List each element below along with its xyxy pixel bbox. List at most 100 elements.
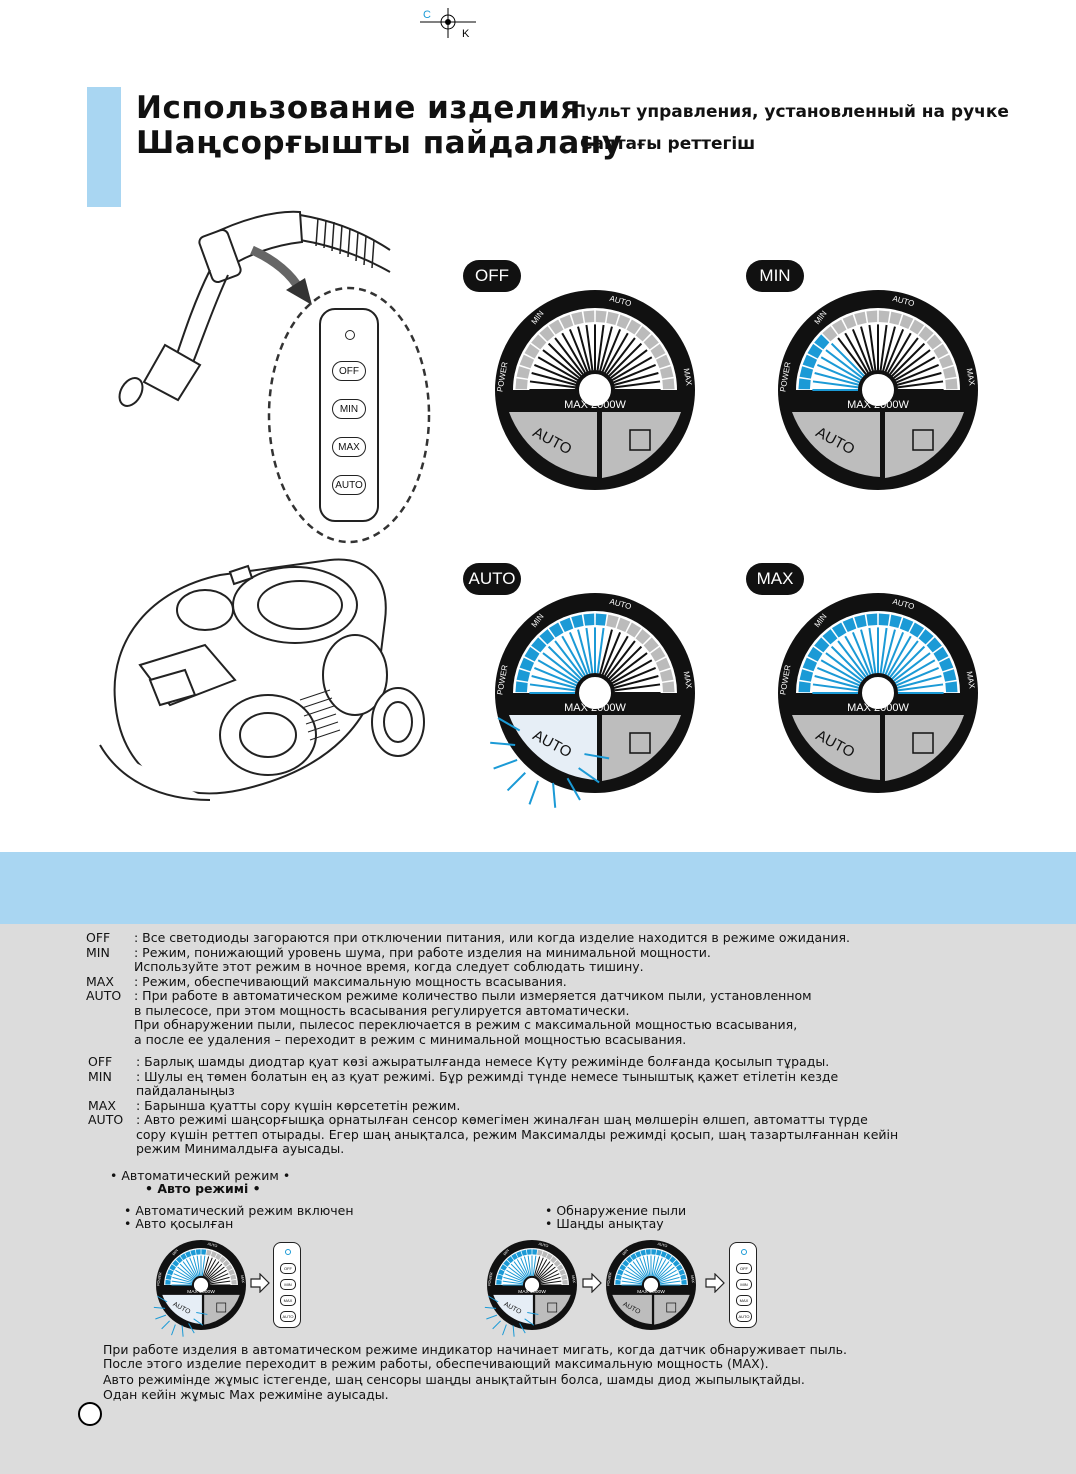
dial-spoke (860, 326, 874, 372)
dial-spoke (612, 666, 656, 687)
mode-badge-min: MIN (746, 260, 804, 292)
dial-ring-segment (799, 669, 814, 682)
dial-ring-segment (595, 613, 607, 626)
dial-filter-button (204, 1294, 240, 1325)
dial-spoke (889, 640, 919, 678)
dial-ring-segment (945, 378, 958, 390)
dial-spoke (625, 1269, 644, 1281)
dial-ring-segment (878, 613, 890, 626)
dial-ring-segment (899, 617, 914, 633)
mode-key: MAX (86, 973, 114, 989)
dial-ring-segment (656, 1249, 662, 1256)
dial-spoke (175, 1269, 194, 1281)
dial-ring-segment (678, 1269, 685, 1276)
mode-description: в пылесосе, при этом мощность всасывания… (134, 1002, 630, 1018)
dial-spoke (206, 1263, 223, 1280)
dial-spoke (891, 342, 926, 377)
dial-ring-segment (918, 326, 934, 342)
sequence-arrow-icon (582, 1273, 602, 1293)
dial-spoke (653, 1257, 663, 1277)
dial-spoke (882, 326, 896, 372)
dial-label-auto: AUTO (207, 1242, 218, 1248)
dial-ring-segment (165, 1274, 172, 1280)
mode-description: сору күшін реттеп отырады. Егер шаң анық… (136, 1126, 899, 1142)
dial-spoke (887, 332, 912, 374)
dial-spoke (185, 1259, 197, 1278)
dial-spoke (561, 635, 586, 677)
dial-ring-segment (635, 326, 651, 342)
dial-ring-segment (559, 314, 574, 330)
dial-spoke (844, 635, 869, 677)
mode-badge-max: MAX (746, 563, 804, 595)
dial-spoke (179, 1263, 196, 1280)
dial-ring-segment (822, 629, 838, 645)
dial-ring-segment (548, 622, 564, 638)
dial-spoke (658, 1269, 677, 1281)
dial-spoke (177, 1266, 195, 1280)
footer-ru-line-1: При работе изделия в автоматическом режи… (103, 1342, 847, 1357)
dial-ring-segment (524, 343, 540, 359)
dial-ring-segment (175, 1256, 183, 1264)
dial-spoke (656, 1261, 670, 1279)
dial-spoke (814, 372, 860, 386)
dial-ring-segment (842, 617, 857, 633)
dial-spoke (629, 1263, 646, 1280)
dial-ring-segment (511, 1253, 518, 1261)
dial-spoke (610, 652, 648, 682)
mode-description: При обнаружении пыли, пылесос переключае… (134, 1017, 798, 1032)
dial-ring-segment (945, 681, 958, 693)
dial-spoke (611, 356, 653, 381)
dial-spoke (596, 627, 605, 674)
dial-auto-button (792, 715, 880, 780)
remote-button-min[interactable]: MIN (332, 399, 366, 419)
dial-spoke (201, 1255, 206, 1277)
dial-ring-segment (185, 1251, 192, 1258)
dial-spoke (537, 1261, 551, 1279)
dial-ring-segment (210, 1251, 217, 1258)
mode-badge-auto: AUTO (463, 563, 521, 595)
dial-spoke (882, 629, 896, 675)
dial-spoke (820, 356, 862, 381)
dial-spoke (207, 1266, 225, 1280)
dial-ring-segment (571, 311, 584, 326)
crop-mark: C K (420, 8, 476, 40)
dial-spoke (830, 342, 865, 377)
auto-section-title-kz: • Авто режимі • (145, 1181, 261, 1196)
dial-auto-button (162, 1294, 202, 1325)
dial-ring-segment (583, 310, 595, 323)
dial-ring-segment (531, 334, 547, 350)
dial-spoke (868, 324, 877, 371)
dial-ring-segment (169, 1264, 177, 1271)
remote-button-max[interactable]: MAX (332, 437, 366, 457)
dial-ring-segment (622, 1259, 630, 1267)
dial-ring-segment (626, 319, 642, 335)
dial-filter-button (602, 715, 681, 781)
dial-spoke (612, 363, 656, 384)
dial-ring-segment (651, 1249, 657, 1255)
dial-ring-segment (617, 1269, 624, 1276)
dial-spoke (894, 659, 936, 684)
dial-ring-segment (165, 1279, 171, 1285)
dial-spoke (596, 324, 605, 371)
dial-ring-segment (640, 1249, 646, 1256)
dial-spoke (508, 1266, 526, 1280)
dial-label-auto: AUTO (538, 1242, 549, 1248)
auto-on-label-kz: • Авто қосылған (124, 1216, 234, 1231)
dial-filter-button (535, 1294, 571, 1325)
remote-button-off[interactable]: OFF (332, 361, 366, 381)
dial-spoke (534, 1257, 544, 1277)
dial-spoke (894, 356, 936, 381)
remote-button-auto[interactable]: AUTO (332, 475, 366, 495)
dial-ring-segment (933, 343, 949, 359)
dial-spoke (652, 1256, 660, 1277)
dial-spoke (891, 645, 926, 680)
dial-spoke (646, 1255, 651, 1277)
dial-spoke (889, 337, 919, 375)
dial-spoke (814, 675, 860, 689)
dial-ring-segment (496, 1279, 502, 1285)
auto-glow-icon (484, 1295, 539, 1337)
dial-spoke (504, 1273, 524, 1283)
